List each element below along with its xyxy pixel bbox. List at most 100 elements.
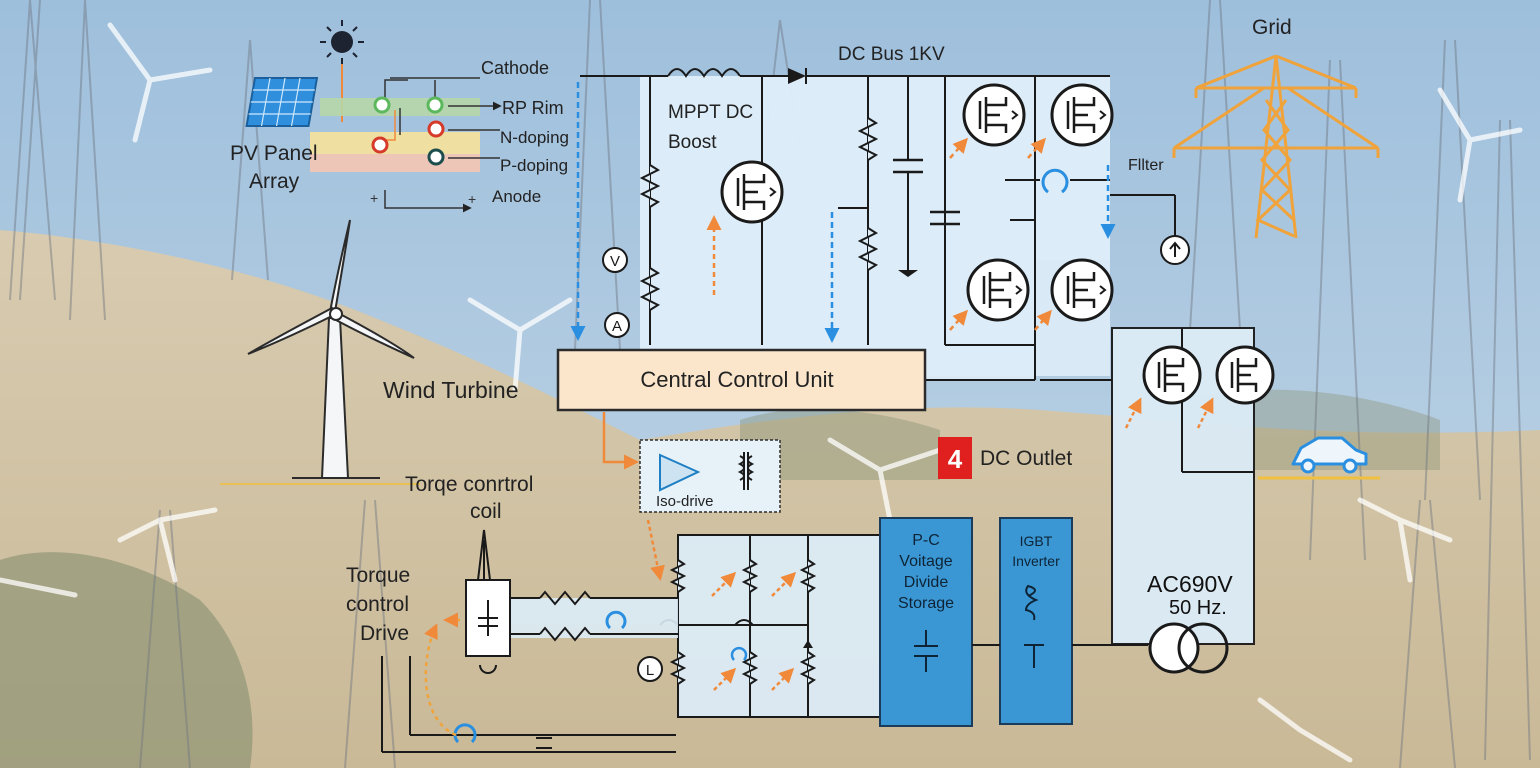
- storage-label-3: Divide: [904, 574, 949, 591]
- dc-circuit-panel: MPPT DC Boost DC Bus 1KV Fllter V A: [570, 44, 1190, 381]
- torque-drive-label-2: control: [346, 593, 409, 616]
- plus-sign-anode: +: [468, 191, 476, 207]
- dc-outlet-indicator: 4 DC Outlet: [938, 437, 1072, 479]
- lower-current-sensor-icon: [730, 646, 748, 661]
- wind-turbine-icon: [220, 219, 420, 485]
- feedback-arrows: [570, 82, 1116, 343]
- mosfet-bridge-bottom-left: [966, 258, 1030, 322]
- torque-current-sensor-icon: [605, 610, 627, 630]
- mosfet-bridge-bottom-right: [1050, 258, 1114, 322]
- inductor-meter-icon: L: [637, 656, 663, 682]
- p-doping-terminal: [427, 148, 445, 166]
- p-doping-label: P-doping: [500, 156, 568, 175]
- torque-wiring: [381, 529, 678, 753]
- ac-voltage-label: AC690V: [1147, 571, 1233, 597]
- transformer-output-icon: [1148, 622, 1229, 674]
- amplifier-icon: [659, 453, 701, 492]
- resistor-input-bottom: [639, 267, 661, 311]
- gate-drive-arrows: [706, 137, 1052, 331]
- mosfet-ac-right: [1215, 345, 1275, 405]
- mosfet-bridge-top-right: [1050, 83, 1114, 147]
- torque-coil-label: Torqe conrtrol: [405, 473, 533, 496]
- torque-drive-label: Torque: [346, 564, 410, 587]
- grid-label: Grid: [1252, 16, 1292, 39]
- capacitor-dc-link: [893, 158, 923, 174]
- resistor-divider-top: [857, 117, 879, 161]
- anode-label: Anode: [492, 187, 541, 206]
- boost-inductor: [667, 68, 741, 78]
- ac-gate-arrows: [1124, 397, 1214, 429]
- storage-label-1: P-C: [912, 532, 940, 549]
- background-turbine-blades: [0, 22, 1523, 763]
- rp-rim-terminal-right: [426, 96, 444, 114]
- dc-outlet-label: DC Outlet: [980, 447, 1072, 470]
- lower-resistors: [669, 559, 817, 685]
- plus-sign: +: [370, 190, 378, 206]
- iso-drive-label: Iso-drive: [656, 493, 714, 510]
- sun-icon: [320, 20, 364, 64]
- storage-label-2: Voitage: [899, 553, 952, 570]
- ac-output-panel: AC690V 50 Hz.: [1040, 327, 1275, 674]
- pv-panel-label: PV Panel: [230, 142, 318, 165]
- electric-car-icon: [1258, 436, 1380, 480]
- dc-outlet-badge-number: 4: [948, 444, 963, 474]
- mosfet-bridge-top-left: [962, 83, 1026, 147]
- torque-drive-label-3: Drive: [360, 622, 409, 645]
- lower-converter-panel: L: [637, 519, 881, 718]
- torque-coil-label-2: coil: [470, 500, 502, 523]
- voltmeter-letter: V: [610, 253, 620, 270]
- diode-symbol: [788, 68, 806, 84]
- p-doping-layer: [310, 154, 480, 172]
- central-control-label: Central Control Unit: [640, 367, 833, 392]
- wind-turbine-label: Wind Turbine: [383, 377, 519, 403]
- dc-outlet-badge: [938, 437, 972, 479]
- ammeter-letter: A: [612, 318, 622, 335]
- torque-drive-group: Torqe conrtrol coil Torque control Drive: [346, 473, 678, 753]
- storage-label-4: Storage: [898, 595, 954, 612]
- background-turbine-towers: [9, 0, 1531, 768]
- control-to-isodrive-arrow: [602, 412, 639, 470]
- n-doping-terminal-left: [371, 136, 389, 154]
- ammeter-icon: A: [604, 312, 630, 338]
- mosfet-boost: [720, 160, 784, 224]
- voltmeter-icon: V: [602, 247, 628, 273]
- lower-gate-arrows: [646, 519, 797, 691]
- torque-feedback-arrows: [424, 612, 460, 737]
- central-control-unit: Central Control Unit: [556, 348, 927, 412]
- mppt-label: MPPT DC: [668, 102, 753, 123]
- ground-current-sensor-icon: [453, 723, 477, 744]
- storage-block: P-C Voitage Divide Storage: [879, 517, 973, 727]
- resistor-input-top: [639, 164, 661, 208]
- rp-rim-label: RP Rim: [502, 98, 564, 118]
- diode-lower: [803, 640, 813, 648]
- pv-wiring: [384, 77, 502, 213]
- solar-panel-icon: [245, 77, 319, 127]
- storage-capacitor-icon: [914, 630, 938, 672]
- current-sensor-icon: [1041, 168, 1069, 194]
- igbt-label-1: IGBT: [1020, 533, 1053, 549]
- ac-frequency-label: 50 Hz.: [1169, 597, 1227, 619]
- cathode-label: Cathode: [481, 58, 549, 78]
- dc-bus-label: DC Bus 1KV: [838, 44, 945, 65]
- boost-label: Boost: [668, 132, 717, 153]
- rp-rim-terminal-left: [373, 96, 391, 114]
- pv-array-label: Array: [249, 170, 300, 193]
- transformer-icon: [737, 452, 755, 490]
- inductor-meter-letter: L: [646, 662, 654, 679]
- n-doping-layer: [310, 132, 480, 154]
- tree-cluster-left: [0, 552, 253, 768]
- iso-drive-block: Iso-drive: [639, 439, 781, 513]
- grid-output-terminal: [1160, 235, 1190, 265]
- igbt-waveform-icon: [1024, 584, 1044, 668]
- n-doping-label: N-doping: [500, 128, 569, 147]
- ground-symbol: [898, 270, 918, 277]
- resistor-divider-bottom: [857, 227, 879, 271]
- grid-pylon-icon: [1172, 54, 1380, 239]
- igbt-inverter-block: IGBT Inverter: [999, 517, 1073, 725]
- igbt-label-2: Inverter: [1012, 553, 1060, 569]
- pv-panel-group: + + Cathode RP Rim N-doping P-doping Ano…: [230, 20, 569, 213]
- capacitor-bridge: [930, 210, 960, 226]
- mosfet-ac-left: [1142, 345, 1202, 405]
